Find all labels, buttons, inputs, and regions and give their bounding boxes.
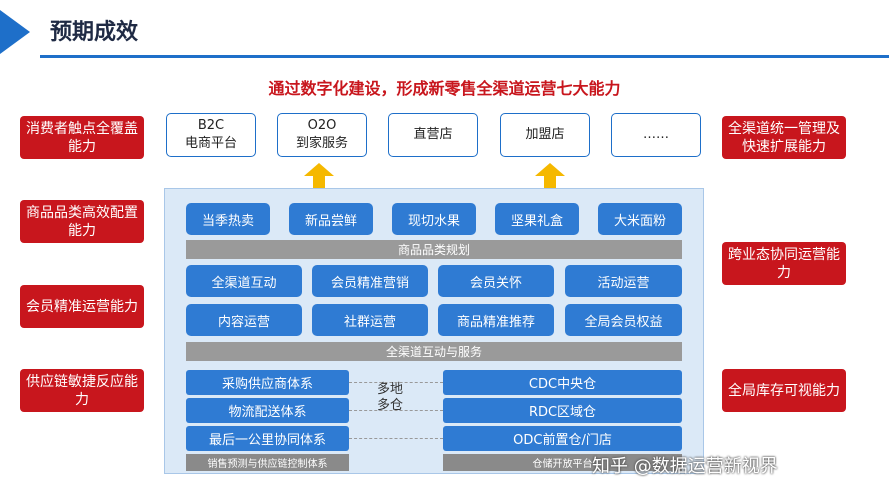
page-title: 预期成效 [50, 20, 139, 45]
capability-cross-format: 跨业态协同运营能力 [722, 242, 846, 285]
subtitle: 通过数字化建设，形成新零售全渠道运营七大能力 [268, 79, 621, 98]
product-item: 大米面粉 [598, 203, 682, 235]
channel-more: …… [611, 113, 701, 157]
channel-b2c: B2C 电商平台 [166, 113, 256, 157]
product-item: 坚果礼盒 [495, 203, 579, 235]
warehouse-platform-bar: 仓储开放平台 [443, 454, 682, 471]
connector-line [349, 410, 443, 411]
title-divider [40, 55, 889, 58]
watermark: 知乎 @数据运营新视界 [592, 456, 778, 477]
capability-omnichannel-management: 全渠道统一管理及快速扩展能力 [722, 116, 846, 159]
channel-direct-store: 直营店 [388, 113, 478, 157]
capability-consumer-touchpoint: 消费者触点全覆盖能力 [20, 116, 144, 159]
channel-b2c-line2: 电商平台 [184, 136, 237, 151]
warehouse-item: ODC前置仓/门店 [443, 426, 682, 451]
channel-b2c-line1: B2C [197, 118, 225, 133]
product-item: 现切水果 [392, 203, 476, 235]
channel-franchise-store: 加盟店 [500, 113, 590, 157]
warehouse-item: RDC区域仓 [443, 398, 682, 423]
product-category-bar: 商品品类规划 [186, 240, 682, 259]
member-item: 商品精准推荐 [438, 304, 554, 336]
supply-item: 最后一公里协同体系 [186, 426, 349, 451]
capability-inventory-visibility: 全局库存可视能力 [722, 369, 846, 412]
channel-o2o: O2O 到家服务 [277, 113, 367, 157]
capability-product-category: 商品品类高效配置能力 [20, 200, 144, 243]
product-item: 当季热卖 [186, 203, 270, 235]
product-item: 新品尝鲜 [289, 203, 373, 235]
member-item: 内容运营 [186, 304, 302, 336]
multi-warehouse-label: 多地多仓 [376, 382, 403, 413]
supply-item: 物流配送体系 [186, 398, 349, 423]
channel-o2o-line1: O2O [307, 118, 337, 133]
member-item: 社群运营 [312, 304, 428, 336]
up-arrow-icon [304, 163, 334, 191]
capability-member-operation: 会员精准运营能力 [20, 285, 144, 328]
member-item: 会员精准营销 [312, 265, 428, 297]
member-item: 会员关怀 [438, 265, 554, 297]
member-service-bar: 全渠道互动与服务 [186, 342, 682, 361]
channel-o2o-line2: 到家服务 [295, 136, 348, 151]
warehouse-item: CDC中央仓 [443, 370, 682, 395]
supply-item: 采购供应商体系 [186, 370, 349, 395]
title-accent-icon [0, 10, 30, 54]
up-arrow-icon [535, 163, 565, 191]
member-item: 全局会员权益 [565, 304, 682, 336]
title-bar: 预期成效 [0, 0, 889, 62]
supply-control-bar: 销售预测与供应链控制体系 [186, 454, 349, 471]
connector-line [349, 382, 443, 383]
member-item: 全渠道互动 [186, 265, 302, 297]
capability-supply-chain: 供应链敏捷反应能力 [20, 369, 144, 412]
member-item: 活动运营 [565, 265, 682, 297]
connector-line [349, 438, 443, 439]
